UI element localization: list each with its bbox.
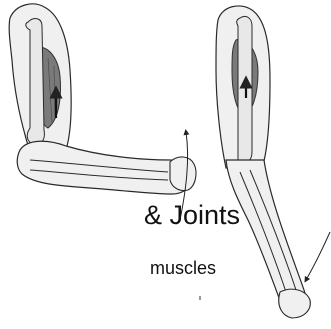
forearm-outline-right <box>226 160 305 306</box>
extended-arm-illustration <box>216 6 330 318</box>
humerus-bone-right <box>237 16 252 162</box>
motion-arrow-right <box>306 232 330 280</box>
slide-title-fragment: & Joints <box>144 200 240 231</box>
fist-left <box>170 157 196 191</box>
fist-right <box>279 289 311 318</box>
slide-subtitle-fragment: muscles <box>150 258 216 279</box>
forearm-outline <box>17 141 192 194</box>
bent-arm-illustration <box>9 4 196 220</box>
